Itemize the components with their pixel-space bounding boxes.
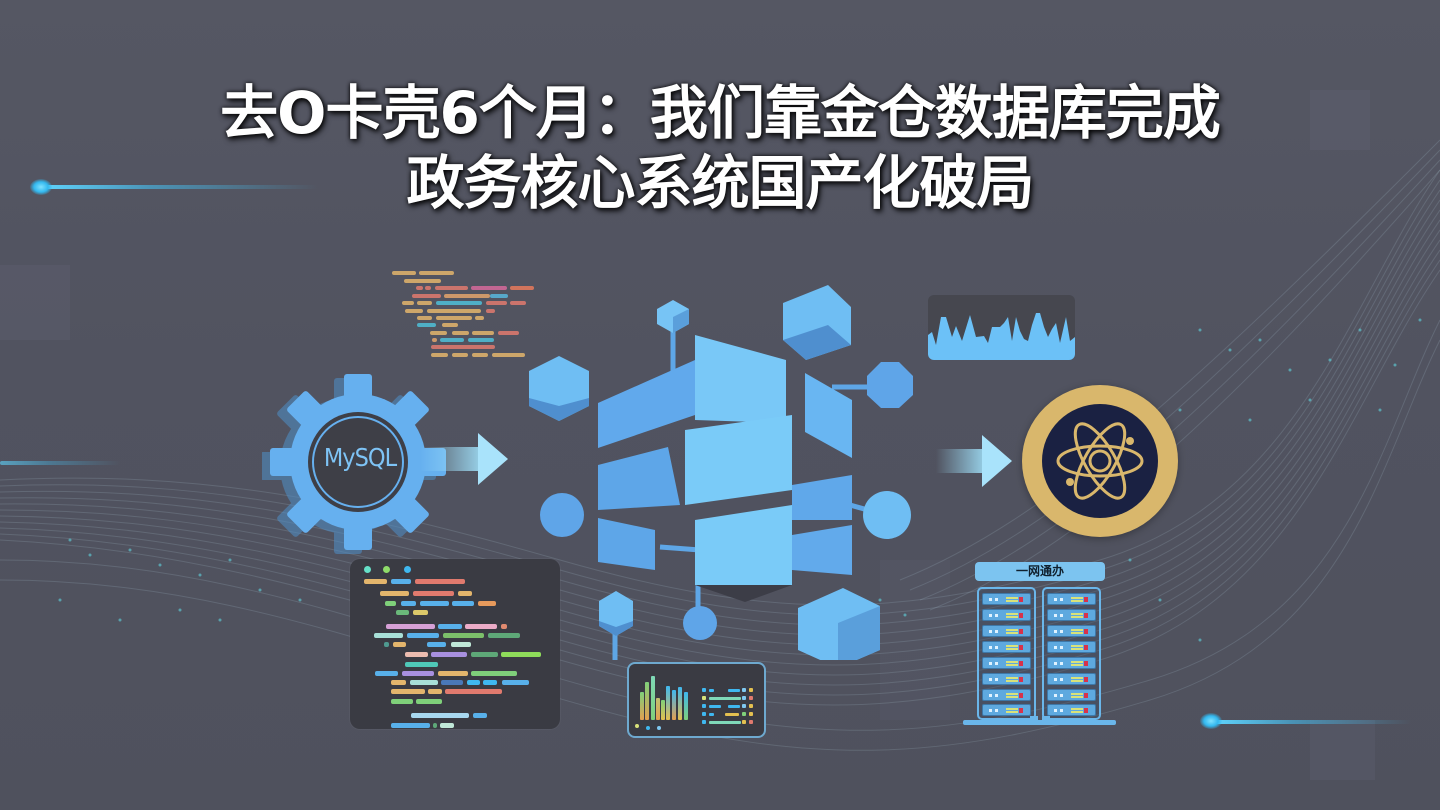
arrow-head: [478, 433, 508, 485]
light-streak: [0, 461, 120, 465]
arrow-right-icon: [936, 449, 986, 473]
server-rack-right: [1042, 587, 1101, 720]
analytics-dashboard-panel: [627, 662, 766, 738]
window-dot: [364, 566, 371, 573]
bg-block: [0, 265, 70, 340]
headline-line-2: 政务核心系统国产化破局: [406, 149, 1034, 217]
window-dot: [404, 566, 411, 573]
light-streak-glow: [1200, 713, 1222, 729]
database-cluster-graphic: [529, 285, 913, 660]
arrow-right-icon: [420, 447, 482, 471]
rack-label: 一网通办: [975, 562, 1105, 581]
activity-graph-panel: [928, 295, 1075, 360]
rack-base: [963, 720, 1116, 725]
bg-block: [1310, 720, 1375, 780]
rack-foot: [1042, 716, 1050, 722]
waveform-icon: [928, 313, 1075, 360]
server-rack-left: [977, 587, 1036, 720]
arrow-head: [982, 435, 1012, 487]
rack-foot: [1030, 716, 1038, 722]
kingbase-atom-badge: [1022, 385, 1178, 537]
headline-line-1: 去O卡壳6个月：我们靠金仓数据库完成: [220, 79, 1221, 147]
mysql-gear-icon: [262, 374, 446, 554]
headline: 去O卡壳6个月：我们靠金仓数据库完成 政务核心系统国产化破局: [0, 78, 1440, 218]
atom-badge-inner: [1042, 404, 1158, 518]
window-dot: [383, 566, 390, 573]
light-streak: [1212, 720, 1412, 724]
mysql-label: MySQL: [323, 443, 397, 472]
atom-icon: [1056, 422, 1144, 500]
code-editor-panel: [350, 559, 560, 729]
